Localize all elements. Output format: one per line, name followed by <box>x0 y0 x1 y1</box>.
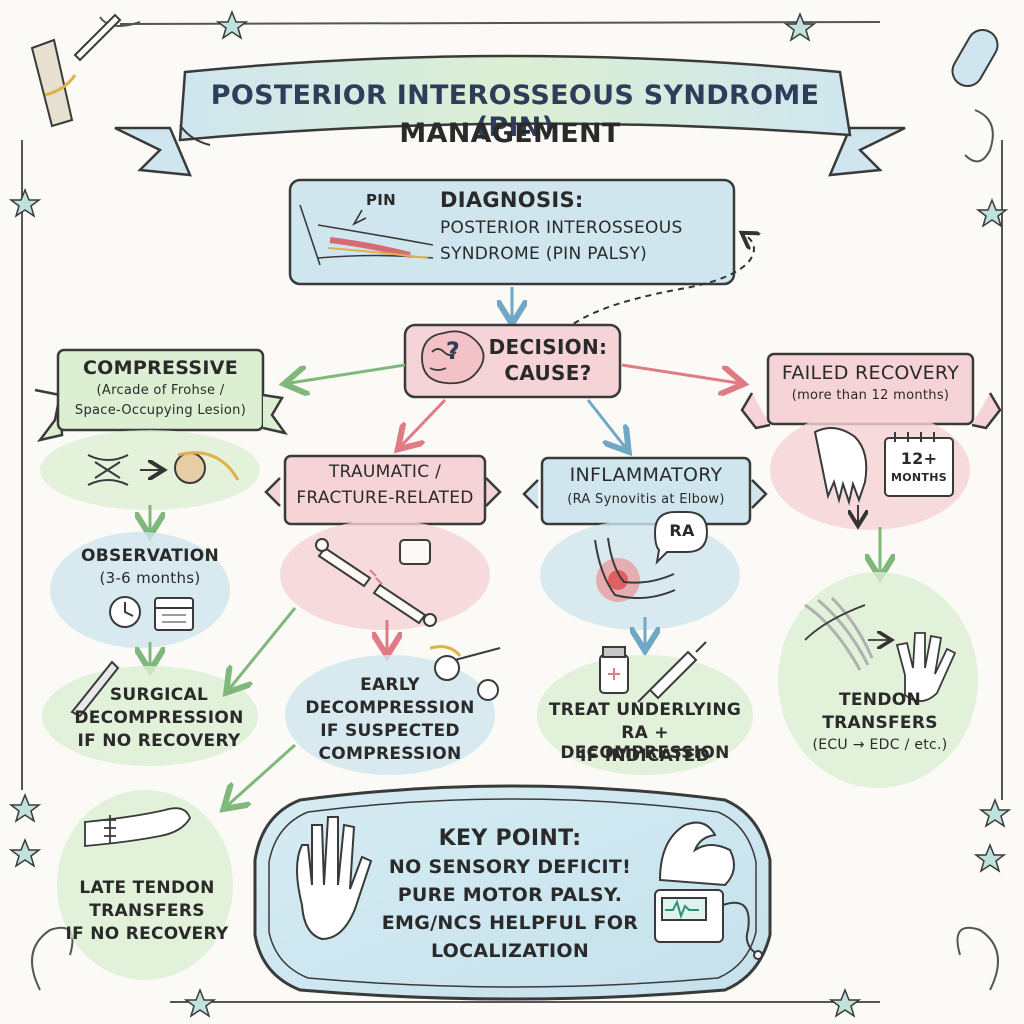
pill-capsule-icon <box>951 29 999 87</box>
calendar-months-label: MONTHS <box>891 471 947 484</box>
hand-icon <box>296 816 373 941</box>
drop-hand-icon <box>813 427 868 506</box>
treat-line3: IF INDICATED <box>579 746 711 766</box>
late-line1: LATE TENDON <box>79 878 215 898</box>
retractor-icon <box>429 645 501 701</box>
calendar-icon <box>154 597 194 631</box>
diagnosis-line2: SYNDROME (PIN PALSY) <box>440 244 648 264</box>
key-point-line3: EMG/NCS HELPFUL FOR <box>381 912 639 934</box>
key-point-line4: LOCALIZATION <box>430 940 590 962</box>
compressive-heading: COMPRESSIVE <box>82 357 239 379</box>
clock-icon <box>109 596 141 628</box>
scalpel-icon <box>30 13 122 128</box>
treat-line1: TREAT UNDERLYING <box>548 700 742 720</box>
decision-line1: DECISION: <box>488 335 608 359</box>
medicine-bottle-icon <box>599 646 629 694</box>
compressive-ribbon <box>34 348 288 442</box>
surgical-line2: DECOMPRESSION <box>74 708 244 728</box>
emg-monitor-icon <box>654 889 763 960</box>
observation-duration: (3-6 months) <box>99 569 201 587</box>
key-point-heading: KEY POINT: <box>438 826 582 851</box>
compressive-detail2: Space-Occupying Lesion) <box>74 403 247 418</box>
calendar-icon <box>884 432 954 497</box>
tendon-line3: (ECU → EDC / etc.) <box>812 737 948 753</box>
traumatic-heading2: FRACTURE-RELATED <box>296 488 474 508</box>
tendon-line1: TENDON <box>838 690 922 710</box>
brain-question-icon <box>421 330 485 385</box>
inflammatory-detail: (RA Synovitis at Elbow) <box>567 492 725 507</box>
observation-label: OBSERVATION <box>80 546 220 566</box>
inflammatory-heading: INFLAMMATORY <box>569 464 723 486</box>
tendon-transfer-icon <box>804 596 957 702</box>
early-line2: DECOMPRESSION <box>305 698 475 718</box>
late-line3: IF NO RECOVERY <box>65 924 229 944</box>
pin-label: PIN <box>366 191 397 209</box>
title-ribbon <box>114 54 906 177</box>
late-line2: TRANSFERS <box>89 901 205 921</box>
scalpel-icon <box>70 660 120 718</box>
diagnosis-line1: POSTERIOR INTEROSSEOUS <box>440 218 683 238</box>
muscle-arm-icon <box>658 821 735 887</box>
calendar-12-label: 12+ <box>900 449 938 468</box>
star-icon <box>8 9 1012 1018</box>
early-line1: EARLY <box>360 675 420 695</box>
page-title: POSTERIOR INTEROSSEOUS SYNDROME (PIN) <box>210 80 820 143</box>
key-point-line1: NO SENSORY DEFICIT! <box>388 856 632 878</box>
treat-line2: RA + DECOMPRESSION <box>560 723 730 764</box>
tendon-line2: TRANSFERS <box>822 713 938 733</box>
ra-bubble-label: RA <box>669 521 695 540</box>
forearm-scar-icon <box>84 807 191 847</box>
failed-detail: (more than 12 months) <box>791 388 950 403</box>
traumatic-heading1: TRAUMATIC / <box>328 462 442 482</box>
bone-fracture-icon <box>315 538 437 627</box>
forearm-nerve-icon <box>299 204 434 266</box>
early-line4: COMPRESSION <box>318 744 462 764</box>
page-border <box>21 16 1003 1003</box>
key-point-line2: PURE MOTOR PALSY. <box>397 884 623 906</box>
compressive-detail1: (Arcade of Frohse / <box>96 383 225 398</box>
early-line3: IF SUSPECTED <box>320 721 460 741</box>
decision-line2: CAUSE? <box>504 361 592 385</box>
surgical-line1: SURGICAL <box>109 685 209 705</box>
syringe-icon <box>637 641 707 703</box>
question-mark-icon: ? <box>445 337 461 365</box>
diagnosis-heading: DIAGNOSIS: <box>440 188 584 212</box>
failed-heading: FAILED RECOVERY <box>781 362 960 384</box>
nerve-compression-icon <box>87 451 240 486</box>
page-subtitle: MANAGEMENT <box>399 118 621 149</box>
speech-bubble-icon <box>653 511 709 565</box>
surgical-line3: IF NO RECOVERY <box>77 731 241 751</box>
inflamed-elbow-icon <box>594 537 676 602</box>
